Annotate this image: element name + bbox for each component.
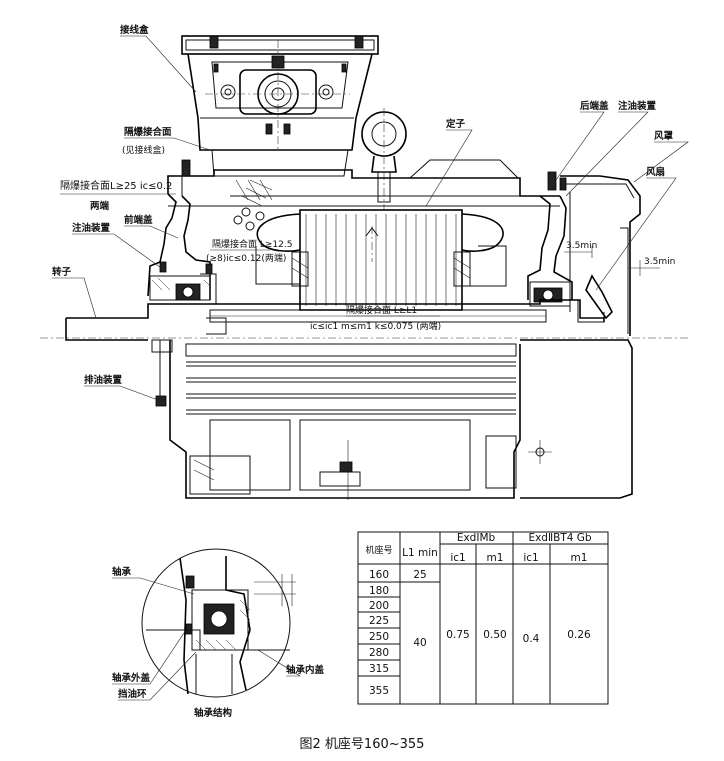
label-flameproof-l125: 隔爆接合面 L≥12.5	[212, 238, 292, 250]
table-l1-rest: 40	[413, 637, 426, 649]
table-head-group1: ExdIMb	[457, 532, 496, 544]
label-flameproof-joint-box-note: (见接线盒)	[122, 144, 165, 156]
front-end-cover	[147, 159, 217, 304]
label-bearing-structure: 轴承结构	[194, 707, 233, 719]
table-m1-mb: 0.50	[483, 629, 506, 641]
label-rear-end-cover: 后端盖	[580, 100, 609, 112]
table-l1-first: 25	[413, 569, 426, 581]
table-head-m1-a: m1	[487, 552, 504, 564]
table-head-group2: ExdⅡBT4 Gb	[528, 532, 591, 544]
motor-frame	[167, 159, 560, 311]
label-bearing: 轴承	[112, 566, 132, 578]
lifting-eye	[361, 108, 407, 210]
table-frame-cell: 225	[369, 615, 389, 627]
label-both-ends: 两端	[90, 200, 110, 212]
label-ic-m-k: ic≤ic1 m≤m1 k≤0.075 (两端)	[310, 320, 441, 332]
table-ic1-mb: 0.75	[446, 629, 469, 641]
table-head-l1: L1 min	[402, 547, 438, 559]
label-oil-injector-front: 注油装置	[72, 222, 111, 234]
annotation-labels: 接线盒 隔爆接合面 (见接线盒) 定子 后端盖 注油装置 风罩 风扇 隔爆接合面…	[52, 24, 675, 386]
table-frame-cell: 200	[369, 600, 389, 612]
table-frame-cell: 160	[369, 569, 389, 581]
table-head-ic1-a: ic1	[450, 552, 465, 564]
table-m1-gb: 0.26	[567, 629, 591, 641]
rear-end-cover	[527, 171, 660, 336]
label-junction-box: 接线盒	[120, 24, 149, 36]
label-flameproof-joint-box: 隔爆接合面	[124, 126, 172, 138]
label-oil-injector-rear: 注油装置	[618, 100, 657, 112]
figure-caption: 图2 机座号160~355	[300, 737, 425, 752]
label-stator: 定子	[445, 118, 466, 130]
label-fan-cover: 风罩	[654, 130, 674, 142]
label-front-end-cover: 前端盖	[124, 214, 153, 226]
leader-lines	[52, 35, 689, 401]
label-bearing-outer-cover: 轴承外盖	[112, 672, 151, 684]
table-ic1-gb: 0.4	[523, 633, 540, 645]
table-frame-cell: 355	[369, 685, 389, 697]
table-head-frame: 机座号	[365, 544, 392, 556]
label-gap-35-b: 3.5min	[644, 257, 675, 267]
label-shaft: 转子	[52, 266, 72, 278]
parameter-table: 机座号 L1 min ExdIMb ExdⅡBT4 Gb ic1 m1 ic1 …	[357, 531, 609, 705]
junction-box	[181, 35, 379, 177]
table-frame-cell: 280	[369, 647, 389, 659]
label-bearing-inner-cover: 轴承内盖	[286, 664, 325, 676]
label-fan: 风扇	[646, 166, 665, 178]
table-frame-cell: 180	[369, 585, 389, 597]
label-flameproof-l1: 隔爆接合面 L≥L1	[346, 304, 417, 316]
frame-lower-shell	[151, 339, 633, 500]
label-oil-drain: 排油装置	[84, 374, 123, 386]
label-oil-ring: 挡油环	[118, 688, 147, 700]
table-head-ic1-b: ic1	[523, 552, 538, 564]
table-frame-cell: 250	[369, 631, 389, 643]
label-flameproof-l25: 隔爆接合面L≥25 ic≤0.2	[60, 179, 172, 192]
table-frame-cell: 315	[369, 663, 389, 675]
bearing-detail: 轴承 轴承外盖 挡油环 轴承内盖 轴承结构	[112, 548, 325, 719]
label-ic-012: (≥8)ic≤0.12(两端)	[206, 252, 286, 264]
table-head-m1-b: m1	[571, 552, 588, 564]
label-gap-35-a: 3.5min	[566, 241, 597, 251]
